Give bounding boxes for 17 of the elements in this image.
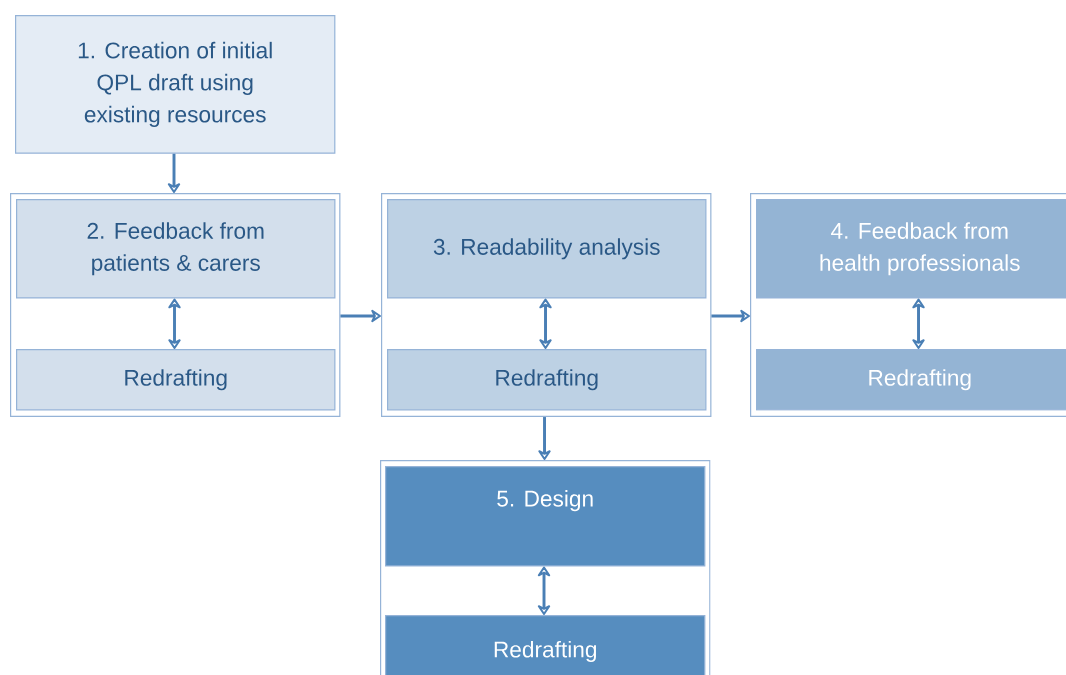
arrow	[168, 298, 181, 349]
arrow	[537, 566, 551, 615]
step-box: 4. Feedback from health professionals	[756, 199, 1066, 299]
step-box: Redrafting	[385, 615, 706, 675]
arrow	[167, 153, 181, 193]
step-box: 3. Readability analysis	[387, 199, 707, 299]
arrow	[539, 298, 552, 349]
step-box: 1. Creation of initial QPL draft using existing resources	[15, 15, 336, 154]
arrow	[912, 298, 925, 349]
step-box: Redrafting	[16, 349, 336, 411]
arrow	[711, 309, 750, 323]
arrow	[538, 417, 551, 460]
arrow	[340, 309, 381, 323]
step-box: Redrafting	[756, 349, 1066, 411]
step-box: 5. Design	[385, 466, 706, 567]
step-box: Redrafting	[387, 349, 707, 411]
step-box: 2. Feedback from patients & carers	[16, 199, 336, 299]
